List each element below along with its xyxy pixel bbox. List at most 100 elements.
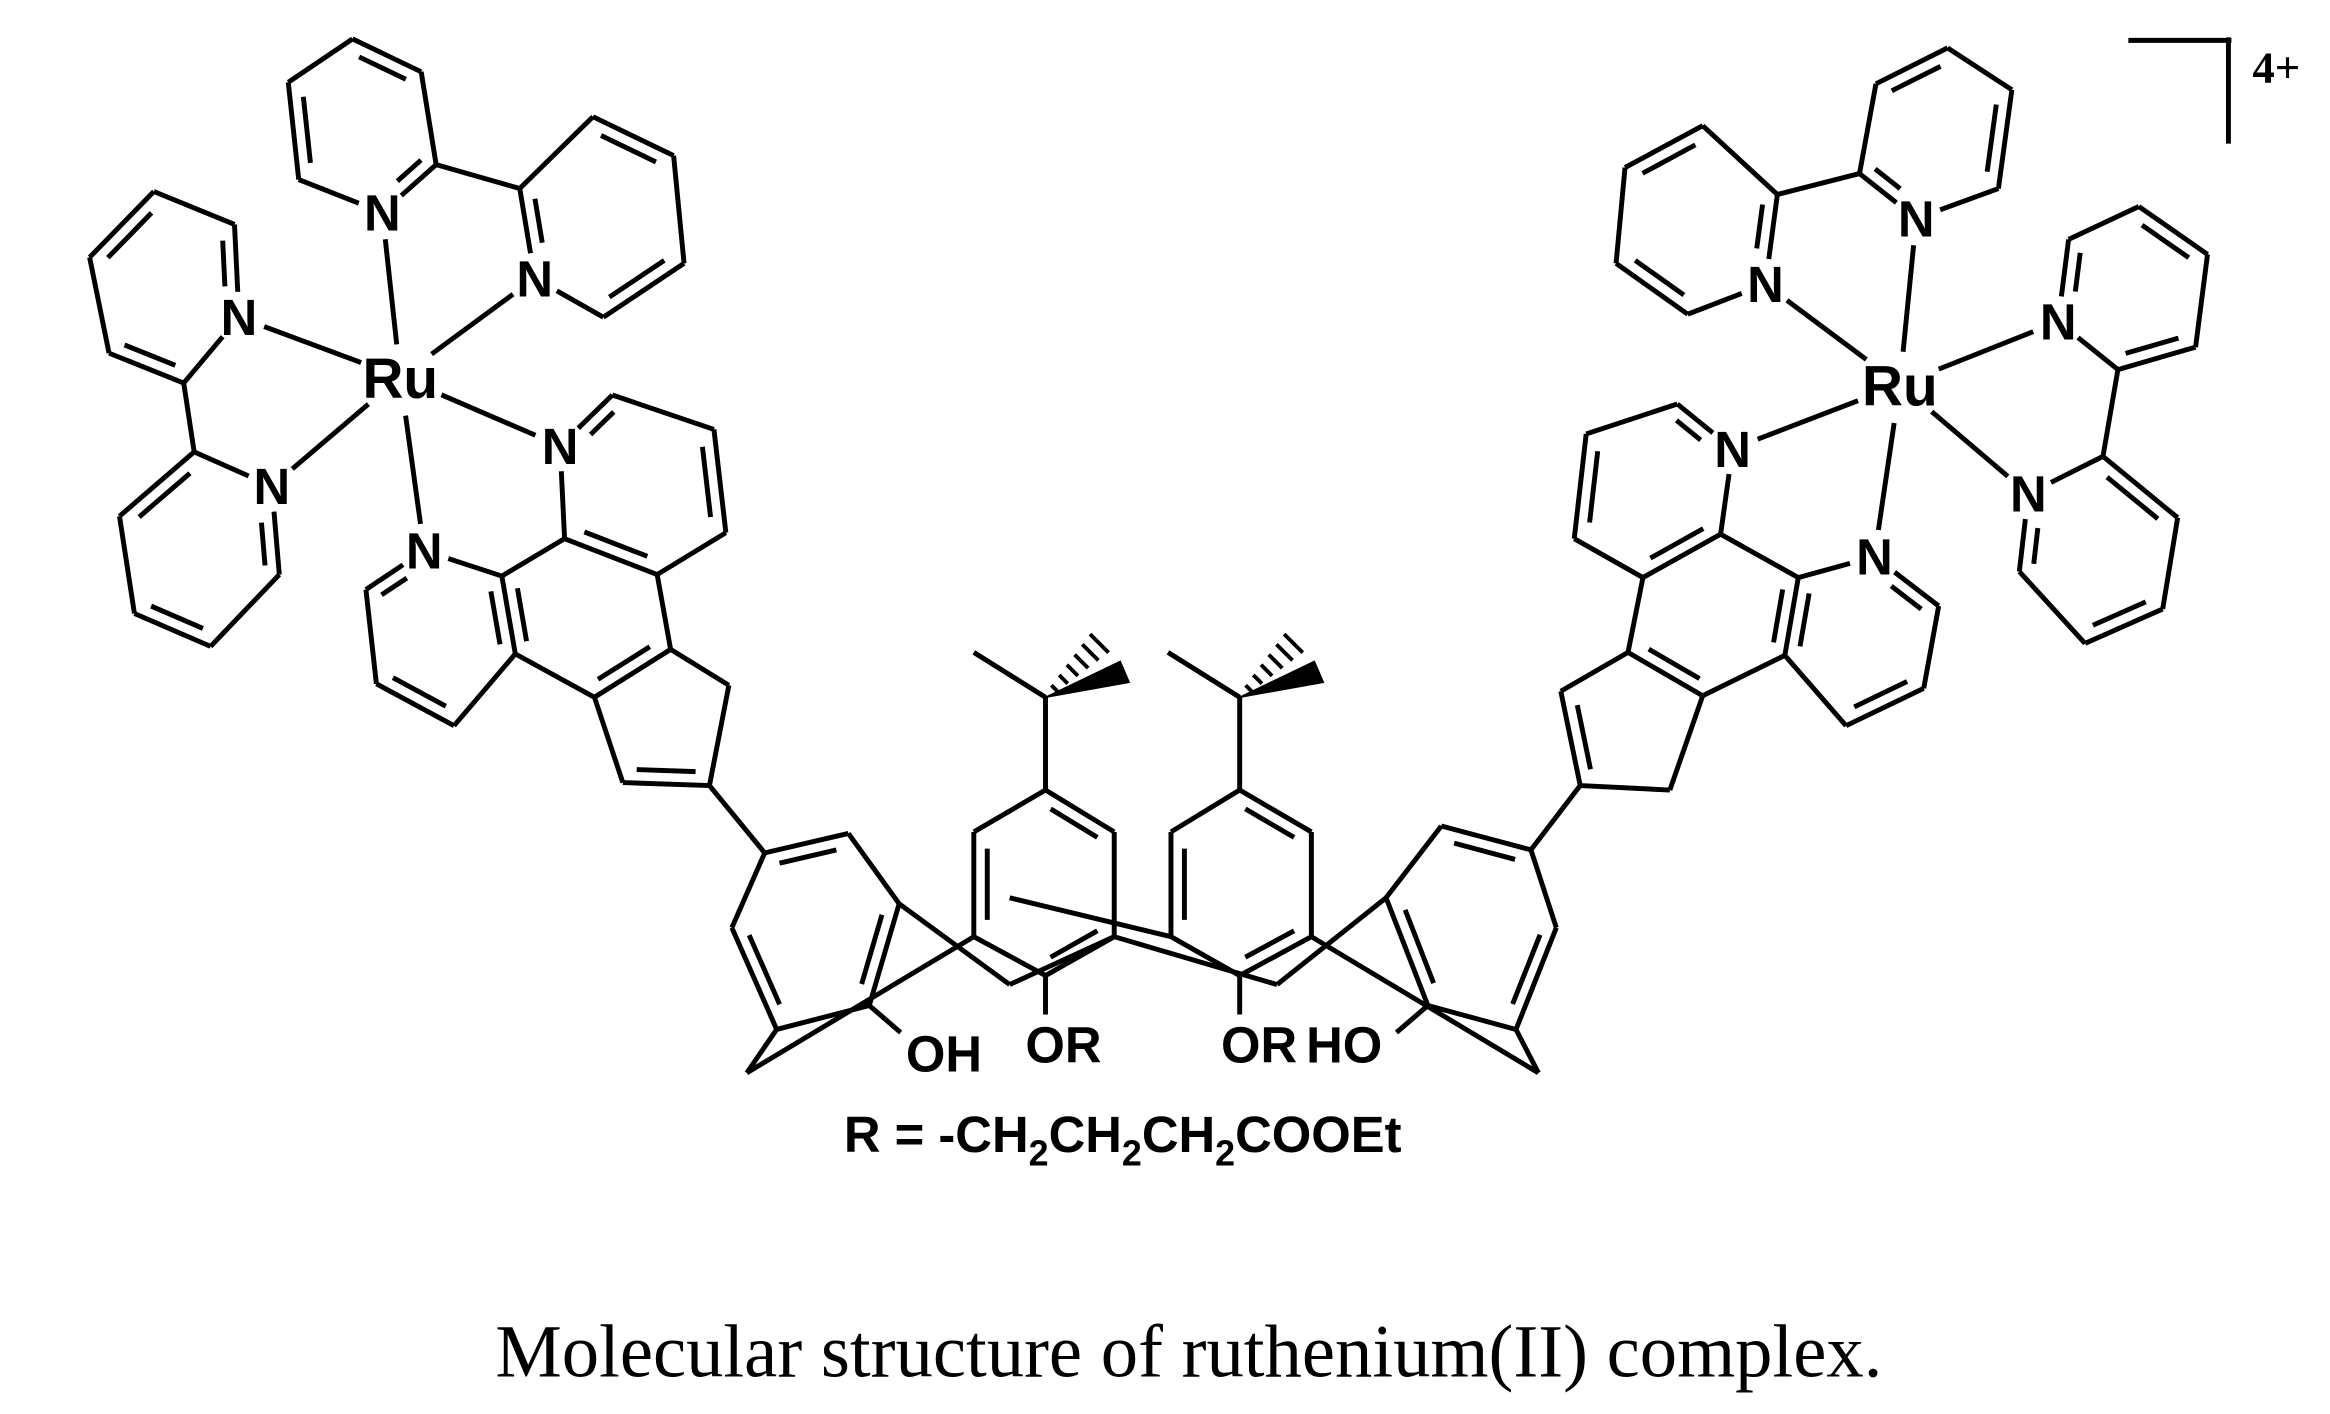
coordination-bond	[290, 402, 370, 471]
double-bond-inner	[1797, 593, 1812, 647]
double-bond-inner	[391, 675, 447, 709]
nitrogen-atom-label: N	[1898, 190, 1935, 247]
ring-bond	[1701, 653, 1786, 698]
figure-caption: Molecular structure of ruthenium(II) com…	[495, 1311, 1882, 1394]
double-bond-inner	[1754, 204, 1766, 249]
ring-bond	[181, 335, 225, 385]
alkoxy-group-label: OR	[1221, 1016, 1297, 1073]
ring-bond	[1857, 83, 1879, 175]
aryl-link-bond	[1528, 784, 1583, 852]
ring-bond	[452, 652, 518, 728]
formula-part: CH	[1049, 1106, 1122, 1163]
ring-bond	[846, 831, 902, 906]
ring-bond	[711, 429, 729, 533]
substituent-definition: R = -CH2CH2CH2COOEt	[844, 1106, 1402, 1174]
methylene-bridge	[1275, 895, 1388, 987]
ring-bond	[2067, 204, 2140, 242]
ring-bond	[2137, 204, 2209, 257]
biaryl-bond	[2100, 369, 2121, 457]
double-bond-inner	[588, 410, 616, 437]
ring-bond	[364, 562, 405, 592]
ring-bond	[499, 575, 518, 655]
double-bond-inner	[1510, 933, 1543, 1005]
wedge-bond	[1239, 660, 1325, 699]
hashed-bond	[1057, 673, 1070, 685]
double-bond-inner	[778, 847, 837, 866]
ring-bond	[514, 651, 596, 700]
nitrogen-atom-label: N	[1747, 256, 1784, 313]
double-bond-inner	[1889, 584, 1923, 612]
wedge-bond	[1045, 660, 1131, 699]
double-bond-inner	[2140, 223, 2191, 260]
ring-bond	[1169, 787, 1241, 835]
hashed-bond	[1088, 632, 1110, 655]
ring-bond	[1667, 694, 1706, 791]
coordination-bond	[1875, 422, 1897, 531]
ring-bond	[232, 224, 241, 292]
ring-bond	[576, 393, 615, 430]
double-bond-inner	[1453, 840, 1516, 862]
hashed-bond	[1050, 683, 1059, 693]
ring-bond	[866, 903, 902, 1007]
ring-bond	[1874, 45, 1949, 87]
ruthenium-atom-label: Ru	[1862, 355, 1938, 418]
formula-subscript: 2	[1122, 1134, 1142, 1174]
formula-part: CH	[1142, 1106, 1215, 1163]
double-bond-inner	[699, 446, 714, 518]
ring-bond	[558, 471, 568, 539]
double-bond-inner	[1771, 589, 1786, 643]
double-bond-inner	[2072, 252, 2083, 292]
biaryl-bond	[435, 162, 521, 191]
ring-bond	[500, 536, 566, 579]
coordination-bond	[1756, 398, 1859, 442]
nitrogen-atom-label: N	[406, 523, 443, 580]
ring-bond	[2076, 335, 2120, 372]
ring-bond	[1571, 433, 1589, 539]
ring-bond	[622, 780, 710, 789]
ring-bond	[517, 188, 533, 254]
ring-bond	[555, 288, 605, 320]
hashed-bond	[1282, 632, 1305, 655]
double-bond-inner	[488, 590, 503, 645]
ring-bond	[1946, 45, 2014, 92]
ring-bond	[2017, 569, 2087, 646]
double-bond-inner	[137, 471, 192, 519]
ring-bond	[285, 82, 302, 180]
ring-bond	[1939, 186, 2000, 213]
nitrogen-atom-label: N	[221, 289, 258, 346]
hydroxyl-group-label: HO	[1306, 1016, 1382, 1073]
double-bond-inner	[636, 767, 696, 775]
ring-bond	[611, 392, 715, 432]
ring-bond	[2193, 254, 2210, 348]
double-bond-inner	[1049, 928, 1099, 960]
double-bond-inner	[859, 914, 885, 985]
ring-bond	[1384, 824, 1444, 900]
double-bond-inner	[258, 522, 268, 566]
hashed-bond	[1267, 653, 1284, 670]
methylene-bridge	[1113, 934, 1278, 987]
ring-bond	[1623, 123, 1704, 170]
coordination-bond	[1900, 245, 1917, 353]
coordination-bond	[382, 238, 400, 345]
nitrogen-atom-label: N	[1714, 421, 1751, 478]
double-bond-inner	[220, 240, 228, 287]
ring-bond	[669, 647, 731, 688]
coordination-bond	[263, 324, 362, 365]
methylene-bridge	[1008, 934, 1116, 987]
ring-bond	[1782, 577, 1801, 656]
double-bond-inner	[106, 211, 154, 260]
ring-bond	[1528, 849, 1559, 929]
ring-bond	[1782, 653, 1848, 728]
double-bond-inner	[1574, 704, 1593, 770]
hashed-bond	[1073, 653, 1090, 670]
ring-bond	[729, 851, 767, 929]
double-bond-inner	[532, 198, 545, 244]
ring-bond	[1857, 171, 1898, 205]
coordination-bond	[403, 415, 423, 525]
ring-bond	[208, 572, 282, 649]
double-bond-inner	[596, 644, 652, 682]
double-bond-inner	[123, 342, 177, 368]
double-bond-inner	[2031, 527, 2041, 565]
methyl-bond	[1166, 650, 1241, 700]
ring-bond	[591, 114, 675, 158]
